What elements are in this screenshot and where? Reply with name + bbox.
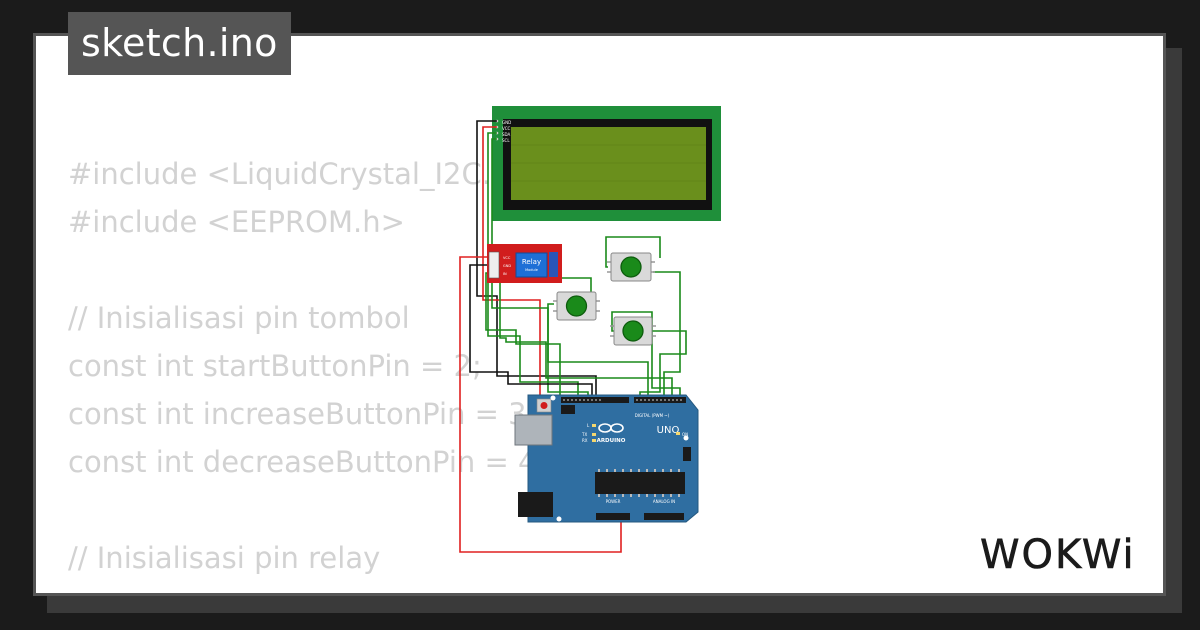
wokwi-logo-text: WOKWi [980, 532, 1136, 578]
code-line: const int startButtonPin = 2; [68, 349, 482, 383]
code-preview: #include <LiquidCrystal_I2C.h> #include <… [68, 150, 546, 593]
code-line: #include <EEPROM.h> [68, 205, 405, 239]
code-line: // Inisialisasi pin relay [68, 541, 381, 575]
arduino-brand: ARDUINO [597, 438, 626, 444]
push-button-middle[interactable] [553, 291, 600, 321]
lcd-pin-gnd: GND [502, 120, 511, 125]
led-on-label: ON [682, 432, 688, 437]
wokwi-logo: WOKWi [980, 532, 1136, 578]
relay-pin-vcc: VCC [503, 256, 511, 260]
led-tx-label: TX [581, 432, 587, 437]
code-line: const int increaseButtonPin = 3; [68, 397, 537, 431]
power-header-label: POWER [606, 499, 621, 504]
code-line: #include <LiquidCrystal_I2C.h> [68, 157, 534, 191]
relay-pin-gnd: GND [503, 264, 511, 268]
relay-pin-in: IN [503, 272, 507, 276]
code-line: // Inisialisasi pin tombol [68, 301, 410, 335]
relay-label: Relay [522, 258, 541, 266]
push-button-bottom[interactable] [610, 316, 656, 346]
lcd-display[interactable]: GND VCC SDA SCL [492, 106, 721, 221]
arduino-uno-board[interactable]: DIGITAL (PWM ~) ARDUINO UNO L TX RX ON [514, 394, 699, 523]
lcd-pin-vcc: VCC [502, 126, 511, 131]
arduino-model: UNO [657, 425, 680, 436]
relay-module[interactable]: Relay Module VCC GND IN [487, 244, 562, 283]
sketch-title: sketch.ino [68, 12, 291, 75]
push-button-top[interactable] [607, 252, 655, 282]
arduino-infinity-logo [598, 423, 624, 433]
lcd-pin-sda: SDA [502, 132, 511, 137]
relay-sublabel: Module [525, 268, 538, 272]
code-line: const int relayPin = 5; [68, 582, 546, 593]
digital-header-label: DIGITAL (PWM ~) [635, 413, 670, 418]
lcd-pin-scl: SCL [502, 138, 510, 143]
analog-header-label: ANALOG IN [653, 499, 675, 504]
led-rx-label: RX [582, 438, 588, 443]
led-l-label: L [587, 423, 590, 428]
